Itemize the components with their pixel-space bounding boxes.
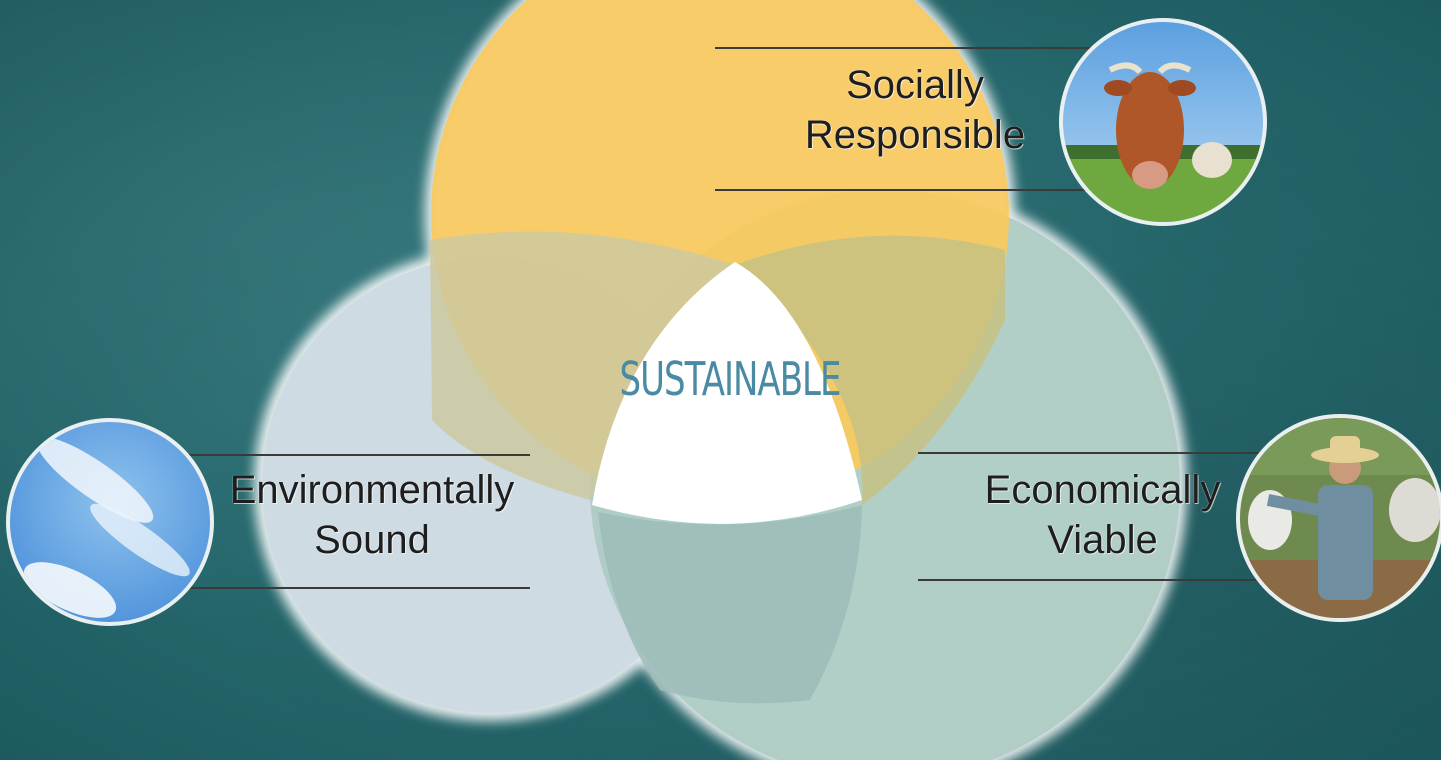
environmental-label: Environmentally Sound	[222, 465, 522, 565]
social-label: Socially Responsible	[800, 60, 1030, 160]
environmental-label-line1: Environmentally	[229, 468, 515, 512]
overlap-social-economic	[735, 235, 1005, 505]
cow-photo	[1059, 18, 1267, 226]
economic-label: Economically Viable	[975, 465, 1230, 565]
social-label-line2: Responsible	[804, 113, 1026, 157]
environmental-label-line2: Sound	[314, 518, 430, 562]
economic-label-line2: Viable	[1047, 518, 1158, 562]
social-label-line1: Socially	[846, 63, 984, 107]
leader-lines	[185, 47, 1270, 589]
center-label: SUSTAINABLE	[619, 353, 842, 407]
sky-photo	[6, 418, 214, 626]
overlap-social-environmental	[430, 231, 735, 500]
center-region	[592, 262, 862, 524]
overlap-environmental-economic	[598, 505, 862, 704]
farmer-photo	[1236, 414, 1441, 622]
economic-label-line1: Economically	[984, 468, 1221, 512]
